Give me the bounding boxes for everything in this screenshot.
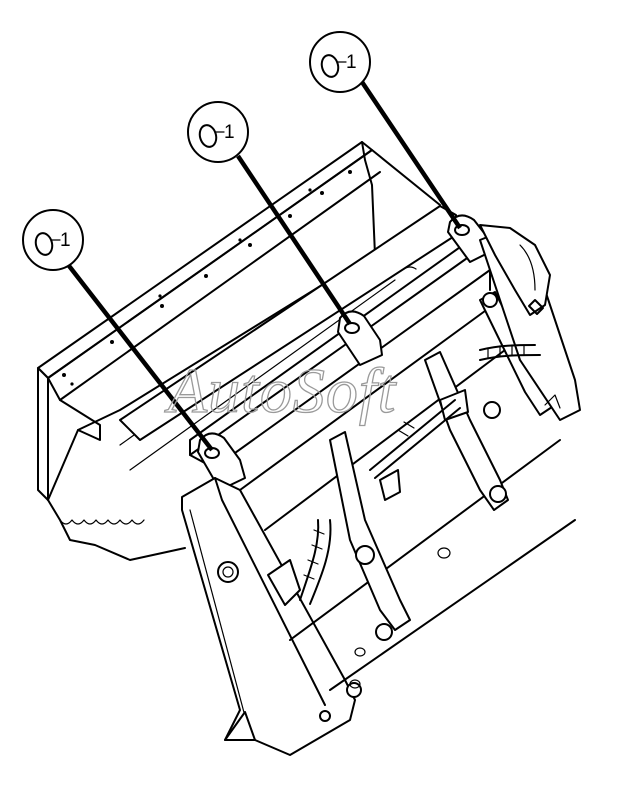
hydraulic-hoses	[267, 344, 541, 606]
callout-number: 1	[346, 52, 357, 73]
bolt-holes	[62, 170, 352, 386]
callout-number: 1	[60, 230, 71, 251]
lift-lug-middle	[337, 310, 383, 366]
callout-1-right: 1	[309, 31, 371, 93]
coupler-mount	[479, 224, 551, 316]
callout-1-middle: 1	[187, 101, 249, 163]
watermark: AutoSoft	[164, 355, 398, 426]
cross-beam	[119, 205, 491, 491]
callout-1-left: 1	[22, 209, 84, 271]
mounting-frame	[181, 229, 581, 756]
callout-number: 1	[224, 122, 235, 143]
leader-lines	[64, 80, 462, 452]
